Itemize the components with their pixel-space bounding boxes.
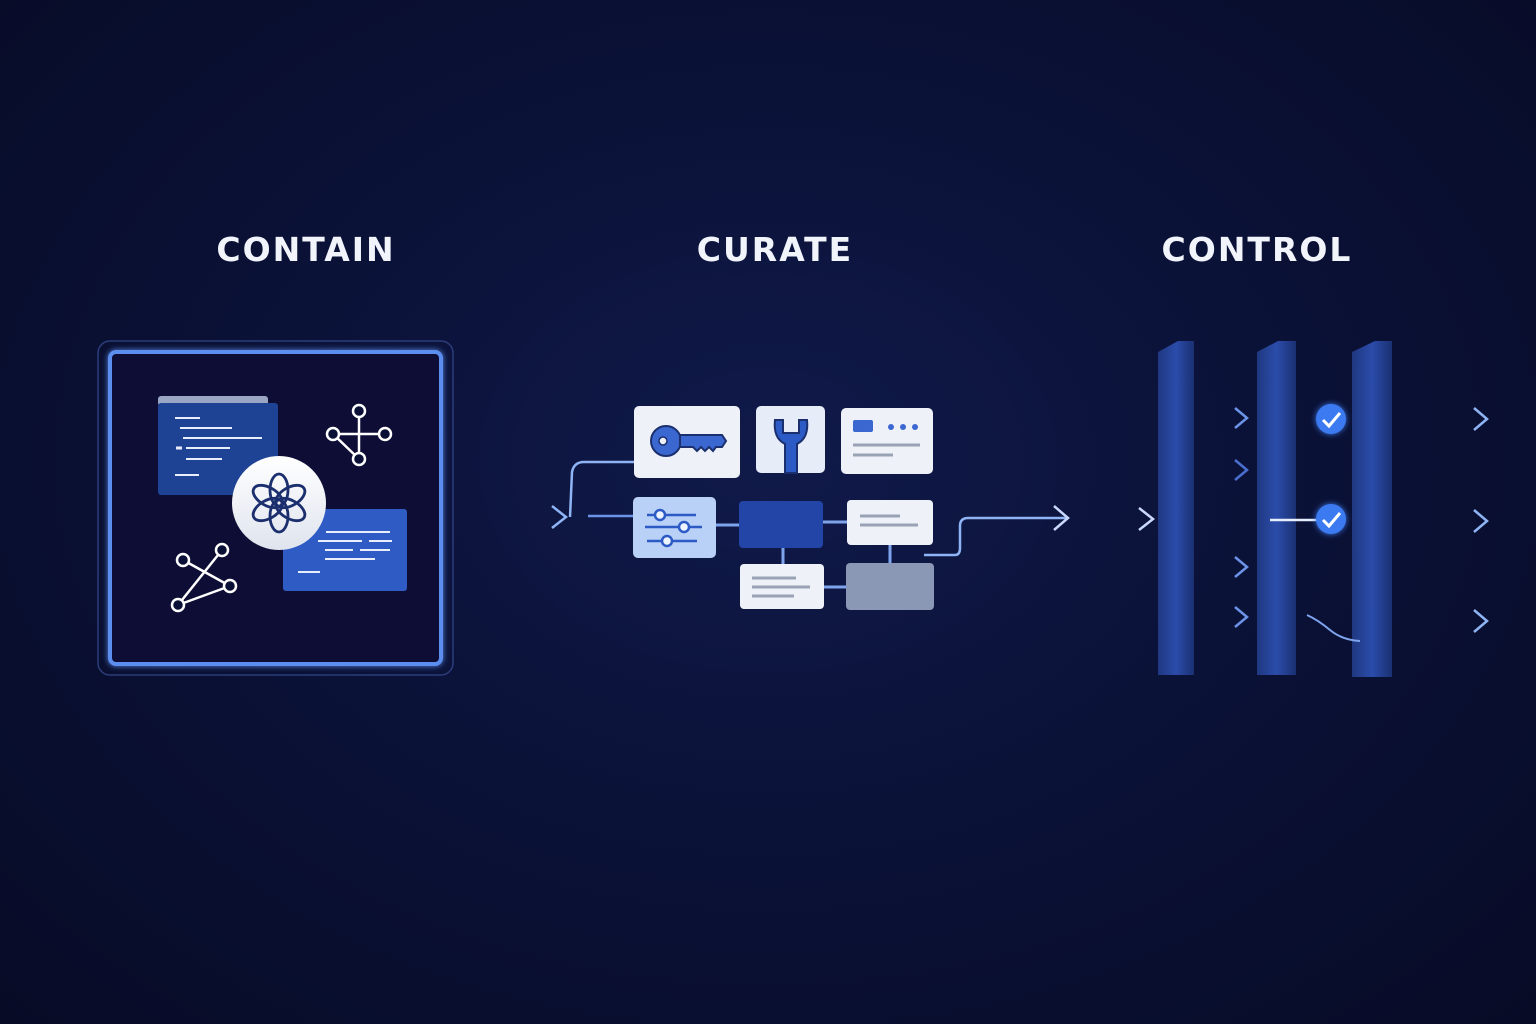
control-gates xyxy=(1040,341,1489,677)
curate-cluster xyxy=(633,406,934,610)
check-icon xyxy=(1316,504,1346,534)
block-connectors xyxy=(716,520,892,589)
network-graph-icon xyxy=(325,403,393,467)
text-card xyxy=(740,564,824,609)
flow-arrow xyxy=(924,505,1070,557)
contain-box xyxy=(97,340,454,676)
check-icon xyxy=(1316,404,1346,434)
ai-logo-icon xyxy=(232,456,326,550)
key-icon xyxy=(650,425,728,457)
key-card xyxy=(634,406,740,478)
wrench-icon xyxy=(773,419,809,474)
sliders-icon xyxy=(645,508,702,548)
network-graph-icon xyxy=(170,542,238,613)
flow-arrow xyxy=(455,460,634,529)
stage-title-curate: CURATE xyxy=(696,230,854,269)
wrench-card xyxy=(756,406,825,474)
contain-outer-frame xyxy=(97,340,454,676)
stage-title-contain: CONTAIN xyxy=(216,230,396,269)
process-block xyxy=(739,501,823,548)
incoming-arrows xyxy=(1040,407,1249,628)
sliders-card xyxy=(633,497,716,558)
text-card xyxy=(847,500,933,545)
outgoing-arrows xyxy=(1340,407,1489,633)
gate-1 xyxy=(1158,341,1194,675)
stage-title-control: CONTROL xyxy=(1161,230,1353,269)
card-icon xyxy=(841,408,933,474)
rejected-path xyxy=(1306,614,1361,642)
gate-2 xyxy=(1257,341,1296,675)
gate-3 xyxy=(1352,341,1392,677)
process-block xyxy=(846,563,934,610)
